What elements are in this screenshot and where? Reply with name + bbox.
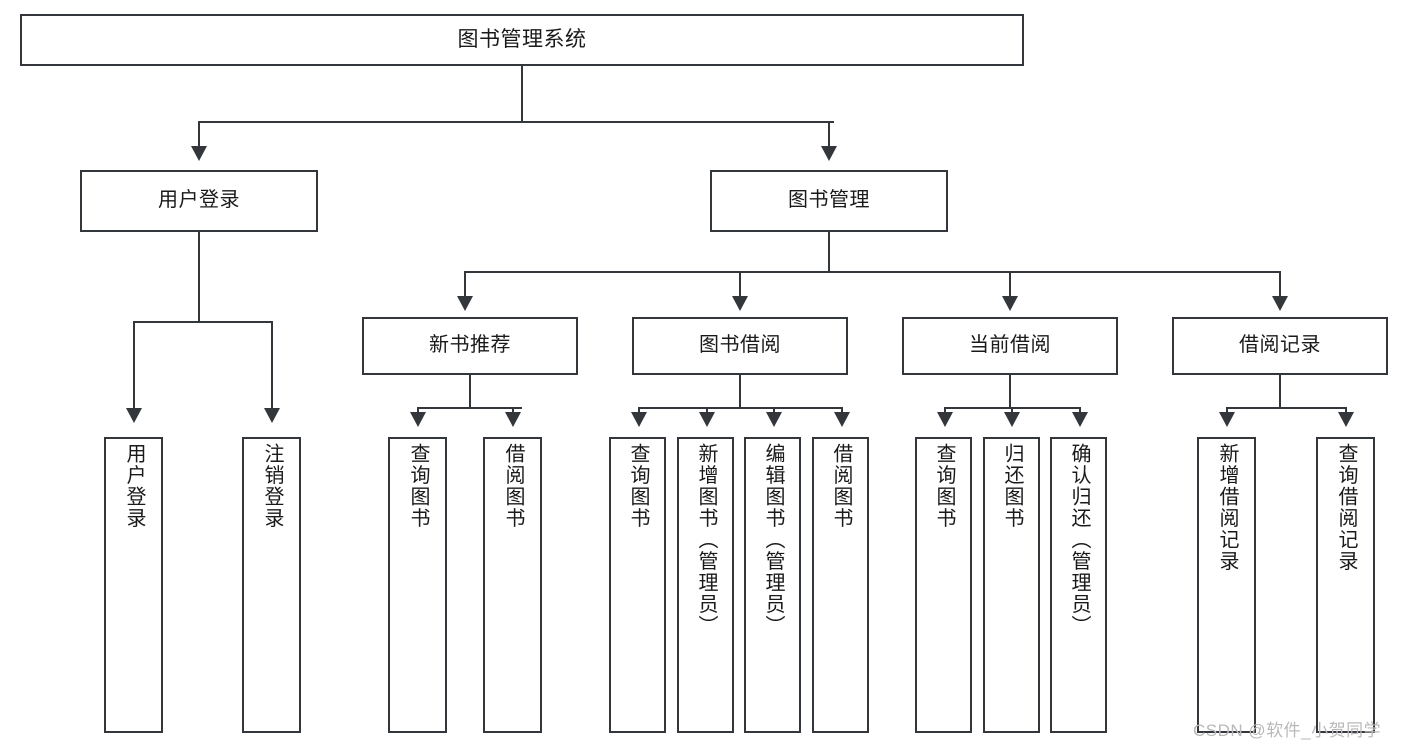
- connector-cb-drop-2: [1011, 407, 1013, 415]
- arrowhead-cb-leaf-1: [937, 412, 953, 427]
- arrowhead-bb-leaf-3: [766, 412, 782, 427]
- connector-new-book-drop-2: [512, 407, 514, 415]
- node-label: 查询图书: [933, 443, 955, 529]
- connector-bb-drop-1: [638, 407, 640, 415]
- leaf-current-borrow-return-book[interactable]: 归还图书: [983, 437, 1040, 733]
- connector-user-login-stem: [198, 232, 200, 322]
- connector-level2-drop-2: [739, 271, 741, 297]
- node-label: 归还图书: [1001, 443, 1023, 529]
- node-label: 当前借阅: [969, 334, 1051, 357]
- connector-book-management-stem: [828, 232, 830, 272]
- connector-current-borrow-stem: [1009, 375, 1011, 408]
- connector-level2-drop-3: [1009, 271, 1011, 297]
- node-label: 用户登录: [158, 189, 240, 212]
- connector-bb-drop-4: [841, 407, 843, 415]
- node-user-login[interactable]: 用户登录: [80, 170, 318, 232]
- leaf-book-borrow-add-book-admin[interactable]: 新增图书（管理员）: [677, 437, 734, 733]
- arrowhead-user-login: [191, 146, 207, 161]
- connector-new-book-drop-1: [417, 407, 419, 415]
- node-label: 查询图书: [407, 443, 429, 529]
- connector-book-borrow-stem: [739, 375, 741, 408]
- node-label: 图书管理系统: [457, 27, 587, 51]
- arrowhead-nb-leaf-1: [410, 412, 426, 427]
- arrowhead-book-borrow: [732, 296, 748, 311]
- leaf-book-borrow-query-book[interactable]: 查询图书: [609, 437, 666, 733]
- arrowhead-br-leaf-1: [1219, 412, 1235, 427]
- connector-level2-bus: [464, 271, 1280, 273]
- leaf-user-login[interactable]: 用户登录: [104, 437, 163, 733]
- arrowhead-bb-leaf-1: [631, 412, 647, 427]
- connector-br-drop-1: [1226, 407, 1228, 415]
- node-label: 借阅记录: [1239, 334, 1321, 357]
- connector-cb-drop-3: [1079, 407, 1081, 415]
- node-book-borrow[interactable]: 图书借阅: [632, 317, 848, 375]
- leaf-book-borrow-borrow-book[interactable]: 借阅图书: [812, 437, 869, 733]
- node-label: 图书借阅: [699, 334, 781, 357]
- node-label: 编辑图书（管理员）: [762, 443, 784, 637]
- arrowhead-leaf-user-login: [126, 408, 142, 423]
- connector-borrow-record-bus: [1226, 407, 1346, 409]
- node-label: 新增借阅记录: [1216, 443, 1238, 572]
- node-label: 用户登录: [123, 443, 145, 529]
- node-book-management[interactable]: 图书管理: [710, 170, 948, 232]
- node-label: 图书管理: [788, 189, 870, 212]
- arrowhead-bb-leaf-2: [699, 412, 715, 427]
- arrowhead-book-management: [821, 146, 837, 161]
- csdn-watermark: CSDN @软件_小贺同学: [1193, 721, 1382, 740]
- connector-level2-drop-1: [464, 271, 466, 297]
- node-label: 借阅图书: [502, 443, 524, 529]
- arrowhead-bb-leaf-4: [834, 412, 850, 427]
- connector-new-book-stem: [469, 375, 471, 408]
- leaf-current-borrow-confirm-return-admin[interactable]: 确认归还（管理员）: [1050, 437, 1107, 733]
- connector-bb-drop-3: [773, 407, 775, 415]
- leaf-borrow-record-add-record[interactable]: 新增借阅记录: [1197, 437, 1256, 733]
- connector-br-drop-2: [1345, 407, 1347, 415]
- node-label: 查询借阅记录: [1335, 443, 1357, 572]
- node-label: 新增图书（管理员）: [695, 443, 717, 637]
- leaf-current-borrow-query-book[interactable]: 查询图书: [915, 437, 972, 733]
- node-borrow-record[interactable]: 借阅记录: [1172, 317, 1388, 375]
- connector-new-book-bus: [417, 407, 522, 409]
- node-label: 借阅图书: [830, 443, 852, 529]
- arrowhead-br-leaf-2: [1338, 412, 1354, 427]
- node-root-book-management-system[interactable]: 图书管理系统: [20, 14, 1024, 66]
- connector-cb-drop-1: [944, 407, 946, 415]
- connector-level1-bus: [198, 121, 834, 123]
- connector-bb-drop-2: [706, 407, 708, 415]
- connector-user-login-drop-2: [271, 321, 273, 409]
- arrowhead-borrow-record: [1272, 296, 1288, 311]
- connector-borrow-record-stem: [1279, 375, 1281, 408]
- connector-user-login-drop-1: [133, 321, 135, 409]
- leaf-book-borrow-edit-book-admin[interactable]: 编辑图书（管理员）: [744, 437, 801, 733]
- connector-level1-drop-right: [828, 121, 830, 147]
- connector-level2-drop-4: [1279, 271, 1281, 297]
- connector-level1-drop-left: [198, 121, 200, 147]
- leaf-borrow-record-query-record[interactable]: 查询借阅记录: [1316, 437, 1375, 733]
- leaf-new-book-query-book[interactable]: 查询图书: [388, 437, 447, 733]
- node-label: 新书推荐: [429, 334, 511, 357]
- arrowhead-current-borrow: [1002, 296, 1018, 311]
- arrowhead-new-book: [457, 296, 473, 311]
- leaf-new-book-borrow-book[interactable]: 借阅图书: [483, 437, 542, 733]
- node-new-book-recommend[interactable]: 新书推荐: [362, 317, 578, 375]
- leaf-logout[interactable]: 注销登录: [242, 437, 301, 733]
- connector-user-login-bus: [133, 321, 272, 323]
- node-label: 查询图书: [627, 443, 649, 529]
- arrowhead-leaf-logout: [264, 408, 280, 423]
- arrowhead-nb-leaf-2: [505, 412, 521, 427]
- node-label: 确认归还（管理员）: [1068, 443, 1090, 637]
- connector-book-borrow-bus: [638, 407, 841, 409]
- arrowhead-cb-leaf-3: [1072, 412, 1088, 427]
- connector-root-stem: [521, 66, 523, 122]
- arrowhead-cb-leaf-2: [1004, 412, 1020, 427]
- node-current-borrow[interactable]: 当前借阅: [902, 317, 1118, 375]
- node-label: 注销登录: [261, 443, 283, 529]
